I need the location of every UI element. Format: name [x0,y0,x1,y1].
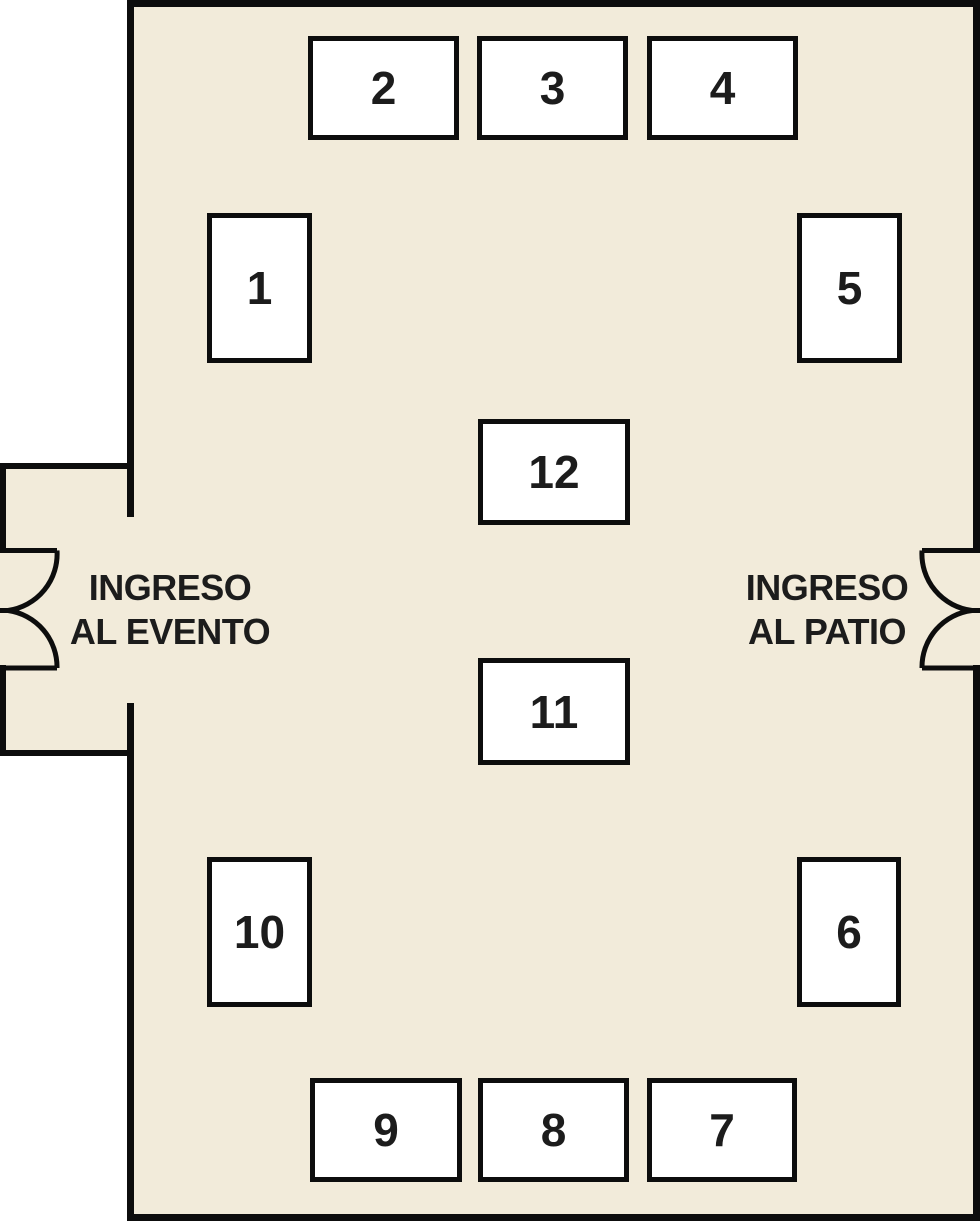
entrance-label-patio: INGRESO AL PATIO [697,566,957,654]
booth-4: 4 [647,36,798,140]
vestibule-wall-left-upper [0,463,6,553]
booth-7-number: 7 [709,1104,735,1156]
booth-12: 12 [478,419,630,525]
event-hall-room [127,0,980,1221]
booth-1: 1 [207,213,312,363]
booth-8-number: 8 [540,1104,567,1156]
booth-1-number: 1 [246,262,273,314]
left-double-door-icon [0,548,60,671]
vestibule-wall-top [0,463,134,469]
booth-10: 10 [207,857,312,1007]
booth-2: 2 [308,36,459,140]
booth-8: 8 [478,1078,629,1182]
booth-4-number: 4 [709,62,736,114]
booth-6: 6 [797,857,901,1007]
booth-11: 11 [478,658,630,765]
left-wall-opening [127,517,135,703]
booth-7: 7 [647,1078,797,1182]
booth-10-number: 10 [233,906,286,958]
booth-9: 9 [310,1078,462,1182]
vestibule-wall-bottom [0,750,134,756]
entrance-label-evento-line1: INGRESO [88,567,252,608]
entrance-label-evento: INGRESO AL EVENTO [40,566,300,654]
booth-2-number: 2 [370,62,397,114]
booth-3: 3 [477,36,628,140]
vestibule-wall-left-lower [0,665,6,756]
right-double-door-icon [919,548,980,671]
booth-9-number: 9 [373,1104,399,1156]
booth-6-number: 6 [836,906,862,958]
entrance-label-patio-line2: AL PATIO [748,611,907,652]
booth-12-number: 12 [528,446,580,498]
booth-5-number: 5 [836,262,863,314]
booth-5: 5 [797,213,902,363]
booth-11-number: 11 [529,685,579,738]
booth-3-number: 3 [539,62,566,114]
entrance-label-evento-line2: AL EVENTO [69,611,271,652]
entrance-label-patio-line1: INGRESO [745,567,909,608]
